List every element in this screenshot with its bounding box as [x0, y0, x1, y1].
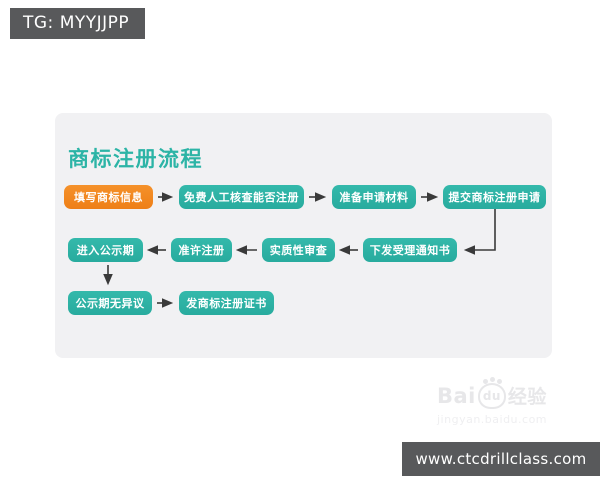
flowchart-panel: 商标注册流程 填写商标信息 免费人工核查能否注册 准备申请材料 提交 [55, 113, 552, 358]
flow-node-no-objection: 公示期无异议 [68, 291, 152, 315]
flow-node-acceptance-notice: 下发受理通知书 [363, 238, 457, 262]
flow-arrows [103, 192, 496, 308]
flow-node-prepare-materials: 准备申请材料 [332, 185, 416, 209]
flow-node-fill-trademark-info: 填写商标信息 [64, 185, 153, 209]
baidu-logo-text: Bai [437, 383, 476, 408]
flow-node-substantive-review: 实质性审查 [262, 238, 335, 262]
flow-node-public-notice-period: 进入公示期 [68, 238, 143, 262]
flow-node-registration-approved: 准许注册 [171, 238, 232, 262]
baidu-watermark-url: jingyan.baidu.com [437, 413, 548, 426]
flow-node-issue-certificate: 发商标注册证书 [179, 291, 274, 315]
baidu-watermark: Bai du 经验 jingyan.baidu.com [437, 378, 567, 426]
telegram-tag-label: TG: MYYJJPP [23, 13, 130, 33]
flowchart-title: 商标注册流程 [68, 147, 203, 171]
baidu-logo: Bai du 经验 [437, 378, 567, 409]
baidu-jingyan-text: 经验 [507, 386, 547, 408]
flow-node-free-manual-check: 免费人工核查能否注册 [179, 185, 304, 209]
site-url-label: www.ctcdrillclass.com [415, 450, 587, 468]
baidu-paw-icon: du [477, 378, 506, 409]
site-url-bar: www.ctcdrillclass.com [402, 442, 600, 476]
elbow-arrow-icon [463, 209, 496, 255]
telegram-tag: TG: MYYJJPP [10, 8, 145, 39]
flow-node-submit-application: 提交商标注册申请 [443, 185, 546, 209]
